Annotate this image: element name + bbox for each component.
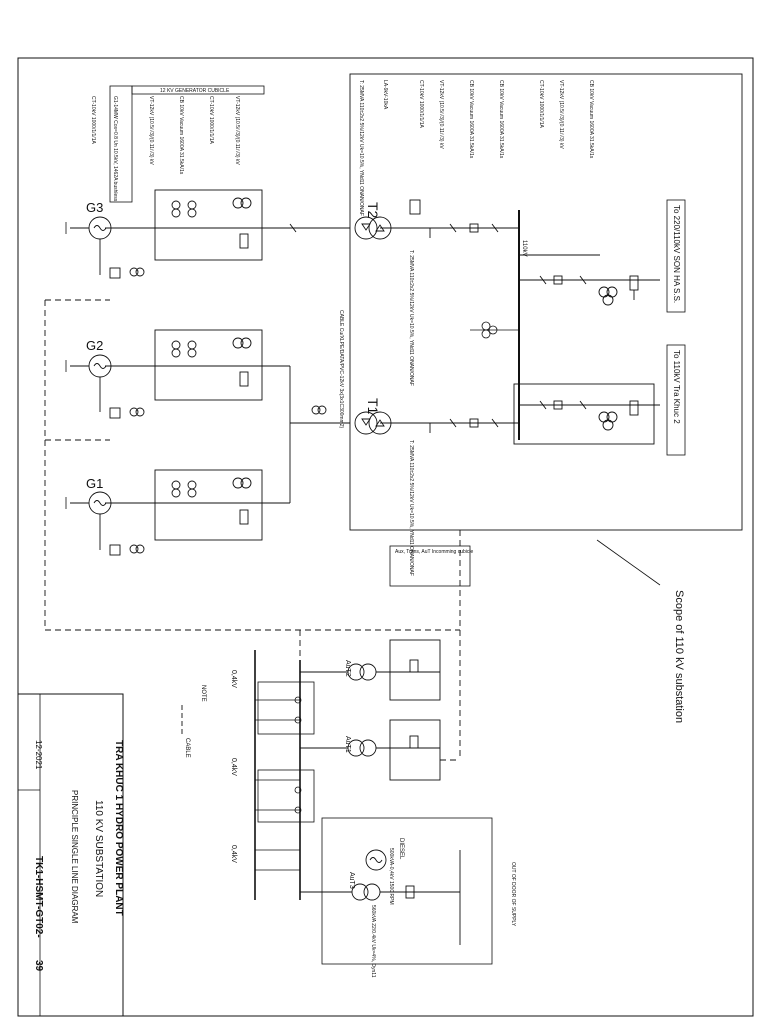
diesel-label: DIESEL: [398, 838, 404, 860]
title-date: 12-2021: [34, 740, 43, 770]
title-plant: TRA KHUC 1 HYDRO POWER PLANT: [113, 740, 124, 916]
lv-bus-lines: [254, 650, 301, 900]
bus-110kv-label: 110kV: [521, 240, 527, 257]
generator-g2-label: G2: [86, 338, 103, 353]
svg-text:CB 10kV Vacuum 1600A 31.5kA/1s: CB 10kV Vacuum 1600A 31.5kA/1s: [468, 80, 474, 159]
aux-t3-label: AuT3: [348, 872, 355, 889]
svg-text:CT-10kV 1000/1/1/1A: CT-10kV 1000/1/1/1A: [418, 80, 424, 128]
aux-transformer-aut2: [300, 639, 441, 701]
scope-leader: [596, 539, 661, 586]
t2-rating: T: 25MVA 110±2x2.5%/12kV Uk=10.5%, YNd11…: [408, 250, 414, 386]
gen-cubicle-g2: [105, 329, 263, 401]
diesel-spec: 500kVA-0,4kV 1500 RPM: [388, 848, 394, 905]
generator-g3-label: G3: [86, 200, 103, 215]
svg-text:VT-12kV (10.5/√3)/(0.11/√3) kV: VT-12kV (10.5/√3)/(0.11/√3) kV: [234, 96, 241, 165]
gen-tie-lines: [262, 365, 350, 504]
transformer-t1-label: T1: [365, 398, 381, 415]
lv-bus-label-1: 0,4kV: [230, 670, 237, 688]
gen-cubicle-g1: [105, 469, 263, 541]
title-block: [17, 693, 124, 1017]
transformer-t1-bay: [354, 411, 519, 435]
title-diagram: PRINCIPLE SINGLE LINE DIAGRAM: [70, 790, 79, 924]
svg-text:T: 25MVA 110±2x2.5%/12kV Uk=10: T: 25MVA 110±2x2.5%/12kV Uk=10.5%, YNd11…: [358, 80, 364, 216]
aux-incoming-cubicle: [389, 545, 471, 587]
lv-bus-label-3: 0,4kV: [230, 845, 237, 863]
aux-t1-label: AuT1: [344, 736, 351, 753]
out-of-door-supply-label: OUT OF DOOR OF SUPPLY: [510, 862, 516, 927]
svg-text:CT-10kV 1000/1/1/1A: CT-10kV 1000/1/1/1A: [208, 96, 214, 144]
svg-text:VT-12kV (10.5/√3)/(0.11/√3) kV: VT-12kV (10.5/√3)/(0.11/√3) kV: [148, 96, 155, 165]
lv-bus-label-2: 0,4kV: [230, 758, 237, 776]
feeder-110-label: To 110kV Tra Khuc 2: [672, 350, 681, 424]
svg-text:G1-14MW Cos=0.8 Un 10.5kV, 146: G1-14MW Cos=0.8 Un 10.5kV, 1462A bushles…: [112, 96, 118, 202]
lv-feeders: [255, 681, 315, 871]
feeder-220-label: To 220/110kV SON HA S.S.: [672, 205, 681, 303]
t1-rating: T: 25MVA 110±2x2.5%/12kV Uk=10.5%, YNd11…: [408, 440, 414, 576]
aux-t2-label: AuT2: [344, 660, 351, 677]
gen-cubicle-title: 12 KV GENERATOR CUBICLE: [160, 88, 230, 94]
gen-spec-columns: G1-14MW Cos=0.8 Un 10.5kV, 1462A bushles…: [90, 96, 241, 202]
svg-text:CT-10kV 1000/1/1/1A: CT-10kV 1000/1/1/1A: [90, 96, 96, 144]
svg-text:CB 10kV Vacuum 1600A 31.5kA/1s: CB 10kV Vacuum 1600A 31.5kA/1s: [588, 80, 594, 159]
aut3-spec: 560kVA 22/0.4kV Uk=4%, Dyn11: [370, 905, 376, 978]
svg-text:CB 10kV Vacuum 1600A 31.5kA/1s: CB 10kV Vacuum 1600A 31.5kA/1s: [178, 96, 184, 175]
external-supply-box: [321, 817, 493, 965]
generator-g1-label: G1: [86, 476, 103, 491]
generator-g2: [70, 354, 145, 419]
feeder-bay-110: [513, 383, 660, 445]
svg-text:CB 10kV Vacuum 1600A 31.5kA/1s: CB 10kV Vacuum 1600A 31.5kA/1s: [498, 80, 504, 159]
title-sheet: 39: [33, 960, 44, 972]
drawing-border: [17, 57, 754, 1017]
svg-text:VT-12kV (10.5/√3)/(0.11/√3) kV: VT-12kV (10.5/√3)/(0.11/√3) kV: [558, 80, 565, 149]
note-label: NOTE: [200, 685, 206, 702]
svg-text:CT-10kV 1000/1/1/1A: CT-10kV 1000/1/1/1A: [538, 80, 544, 128]
cable-spec: CABLE Cu/XLPE/DATA/PVC-12kV 3x(3x1C300mm…: [338, 310, 344, 429]
cable-legend-label: CABLE: [184, 738, 190, 758]
aux-incoming-label: Aux, Trans, AuT Incomming cubicle: [395, 549, 473, 555]
cable-dashed-lines: [44, 299, 461, 761]
gen-cubicle-g3: [105, 189, 350, 261]
generator-g3: [70, 216, 145, 279]
diesel-generator: [300, 849, 461, 945]
svg-text:LA-9kV-10kA: LA-9kV-10kA: [382, 80, 388, 110]
title-drawing-no: TK1-HSMT-GT02-: [33, 856, 44, 938]
svg-text:VT-12kV (10.5/√3)/(0.11/√3) kV: VT-12kV (10.5/√3)/(0.11/√3) kV: [438, 80, 445, 149]
transformer-t2-label: T2: [365, 202, 381, 219]
scope-label: Scope of 110 kV substation: [673, 590, 685, 723]
bus-vt-110kv: [470, 321, 519, 339]
transformer-t2-bay: [354, 199, 519, 240]
spec-columns-110kv: T: 25MVA 110±2x2.5%/12kV Uk=10.5%, YNd11…: [358, 80, 594, 216]
substation-scope-box: [349, 73, 743, 531]
title-substation: 110 KV SUBSTATION: [93, 800, 104, 897]
generator-g1: [70, 491, 145, 556]
aux-transformer-aut1: [300, 719, 441, 781]
feeder-bay-220: [519, 254, 660, 306]
